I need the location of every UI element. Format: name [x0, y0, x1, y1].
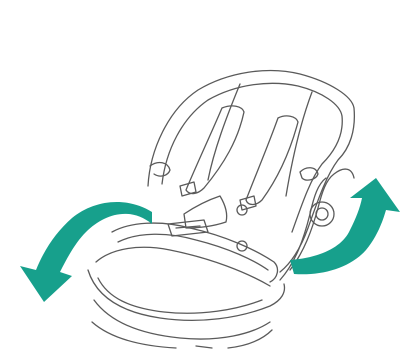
seat-cushion-inner — [118, 234, 268, 270]
curved-arrow-down-left-icon — [20, 202, 152, 302]
side-hook-left — [150, 163, 170, 177]
seat-cushion-outline — [112, 223, 277, 282]
base-rail-left — [92, 322, 176, 348]
backrest-stitch-left — [208, 84, 240, 180]
harness-strap-right — [246, 116, 298, 205]
base-rail-right — [228, 330, 272, 348]
seat-foot-rest — [96, 247, 270, 286]
base-rail-connector — [196, 346, 212, 348]
harness-strap-left — [186, 106, 244, 194]
handle-pivot-hub-inner — [316, 208, 328, 220]
seat-shell-outline — [148, 71, 354, 272]
